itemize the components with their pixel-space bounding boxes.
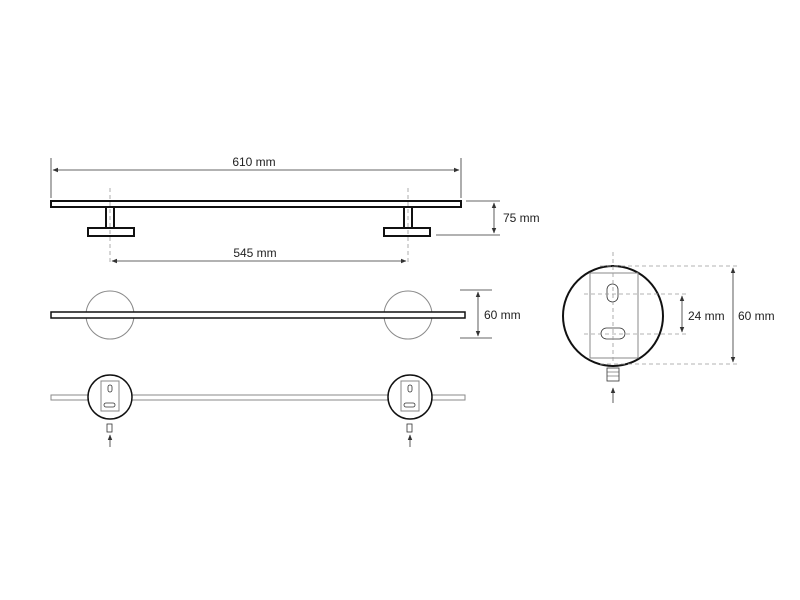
bracket-diameter-label: 60 mm xyxy=(738,309,775,323)
overall-length-dimension: 610 mm xyxy=(50,155,462,198)
front-view: 610 mm 75 mm 545 mm xyxy=(50,155,540,265)
plan-depth-label: 60 mm xyxy=(484,308,521,322)
towel-bar-plan xyxy=(50,311,466,319)
slot-spacing-label: 24 mm xyxy=(688,309,725,323)
overall-length-label: 610 mm xyxy=(232,155,275,169)
rear-view xyxy=(50,374,466,447)
height-dimension: 75 mm xyxy=(436,200,540,236)
left-base xyxy=(87,227,135,237)
left-bracket-rear xyxy=(87,374,133,447)
bracket-diameter-dimension: 60 mm xyxy=(730,267,775,363)
towel-bar-rear xyxy=(50,394,466,401)
towel-bar-front xyxy=(50,200,462,208)
upper-slot xyxy=(606,283,619,303)
fixing-distance-label: 545 mm xyxy=(233,246,276,260)
right-bracket-rear xyxy=(387,374,433,447)
height-label: 75 mm xyxy=(503,211,540,225)
right-base xyxy=(383,227,431,237)
set-screw xyxy=(606,367,620,382)
fixing-distance-dimension: 545 mm xyxy=(111,246,407,264)
bracket-detail: 24 mm 60 mm xyxy=(562,252,775,403)
mounting-plate xyxy=(589,272,639,359)
slot-spacing-dimension: 24 mm xyxy=(679,295,725,333)
plan-depth-dimension: 60 mm xyxy=(460,289,521,339)
plan-view: 60 mm xyxy=(50,289,521,340)
